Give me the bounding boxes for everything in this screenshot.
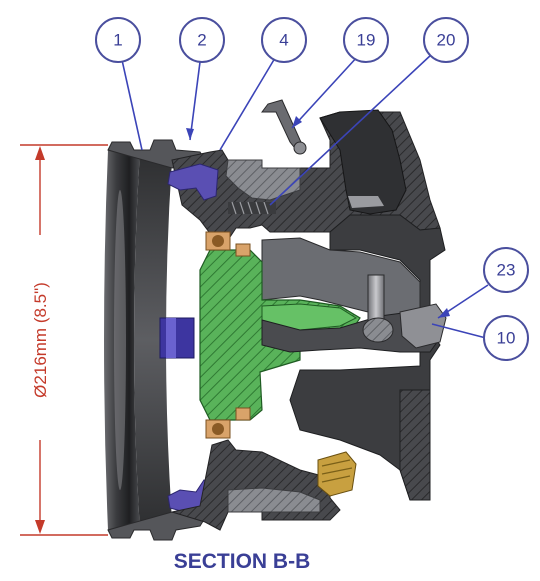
seal-upper bbox=[167, 163, 219, 201]
brass-thread bbox=[321, 459, 353, 483]
brass-fitting bbox=[317, 451, 357, 497]
pin-section bbox=[362, 317, 394, 343]
upper-clamp bbox=[225, 159, 301, 201]
bearing-upper-2 bbox=[235, 243, 251, 257]
callout-1-label: 1 bbox=[113, 31, 122, 50]
callout-19-label: 19 bbox=[357, 31, 376, 50]
bearing-lower-ball bbox=[212, 423, 224, 435]
callout-10: 10 bbox=[431, 315, 529, 361]
rear-body-hatch bbox=[399, 389, 431, 501]
callout-2: 2 bbox=[179, 17, 225, 141]
bell-inner-face bbox=[134, 150, 172, 530]
lever-tip bbox=[293, 141, 307, 155]
bolt-upper bbox=[228, 201, 276, 215]
diameter-label: Ø216mm (8.5") bbox=[31, 282, 50, 398]
piston-insert bbox=[159, 317, 195, 359]
dim-arrow-bottom bbox=[35, 520, 45, 534]
callout-10-label: 10 bbox=[497, 329, 516, 348]
callout-23: 23 bbox=[437, 247, 529, 319]
callout-19: 19 bbox=[291, 17, 389, 129]
top-bracket-slot bbox=[348, 196, 384, 208]
callout-4-label: 4 bbox=[279, 31, 288, 50]
callout-23-label: 23 bbox=[497, 261, 516, 280]
bearing-lower-2 bbox=[235, 407, 251, 421]
callout-4: 4 bbox=[219, 17, 307, 151]
callout-2-label: 2 bbox=[197, 31, 206, 50]
callout-1: 1 bbox=[95, 17, 143, 151]
cross-section-body bbox=[104, 99, 447, 541]
lower-housing bbox=[171, 439, 341, 531]
callout-20-label: 20 bbox=[437, 31, 456, 50]
bearing-upper-ball bbox=[212, 235, 224, 247]
piston-insert-shade bbox=[166, 318, 176, 358]
callout-20: 20 bbox=[269, 17, 469, 206]
lever-arm bbox=[261, 311, 441, 353]
latch-lever bbox=[399, 303, 447, 349]
callouts: 1 2 4 19 20 23 bbox=[95, 17, 529, 361]
lower-clamp bbox=[227, 487, 321, 513]
diameter-dimension: Ø216mm (8.5") bbox=[20, 144, 108, 536]
bell-highlight bbox=[114, 190, 126, 490]
dim-arrow-top bbox=[35, 146, 45, 160]
section-title: SECTION B-B bbox=[174, 550, 311, 573]
